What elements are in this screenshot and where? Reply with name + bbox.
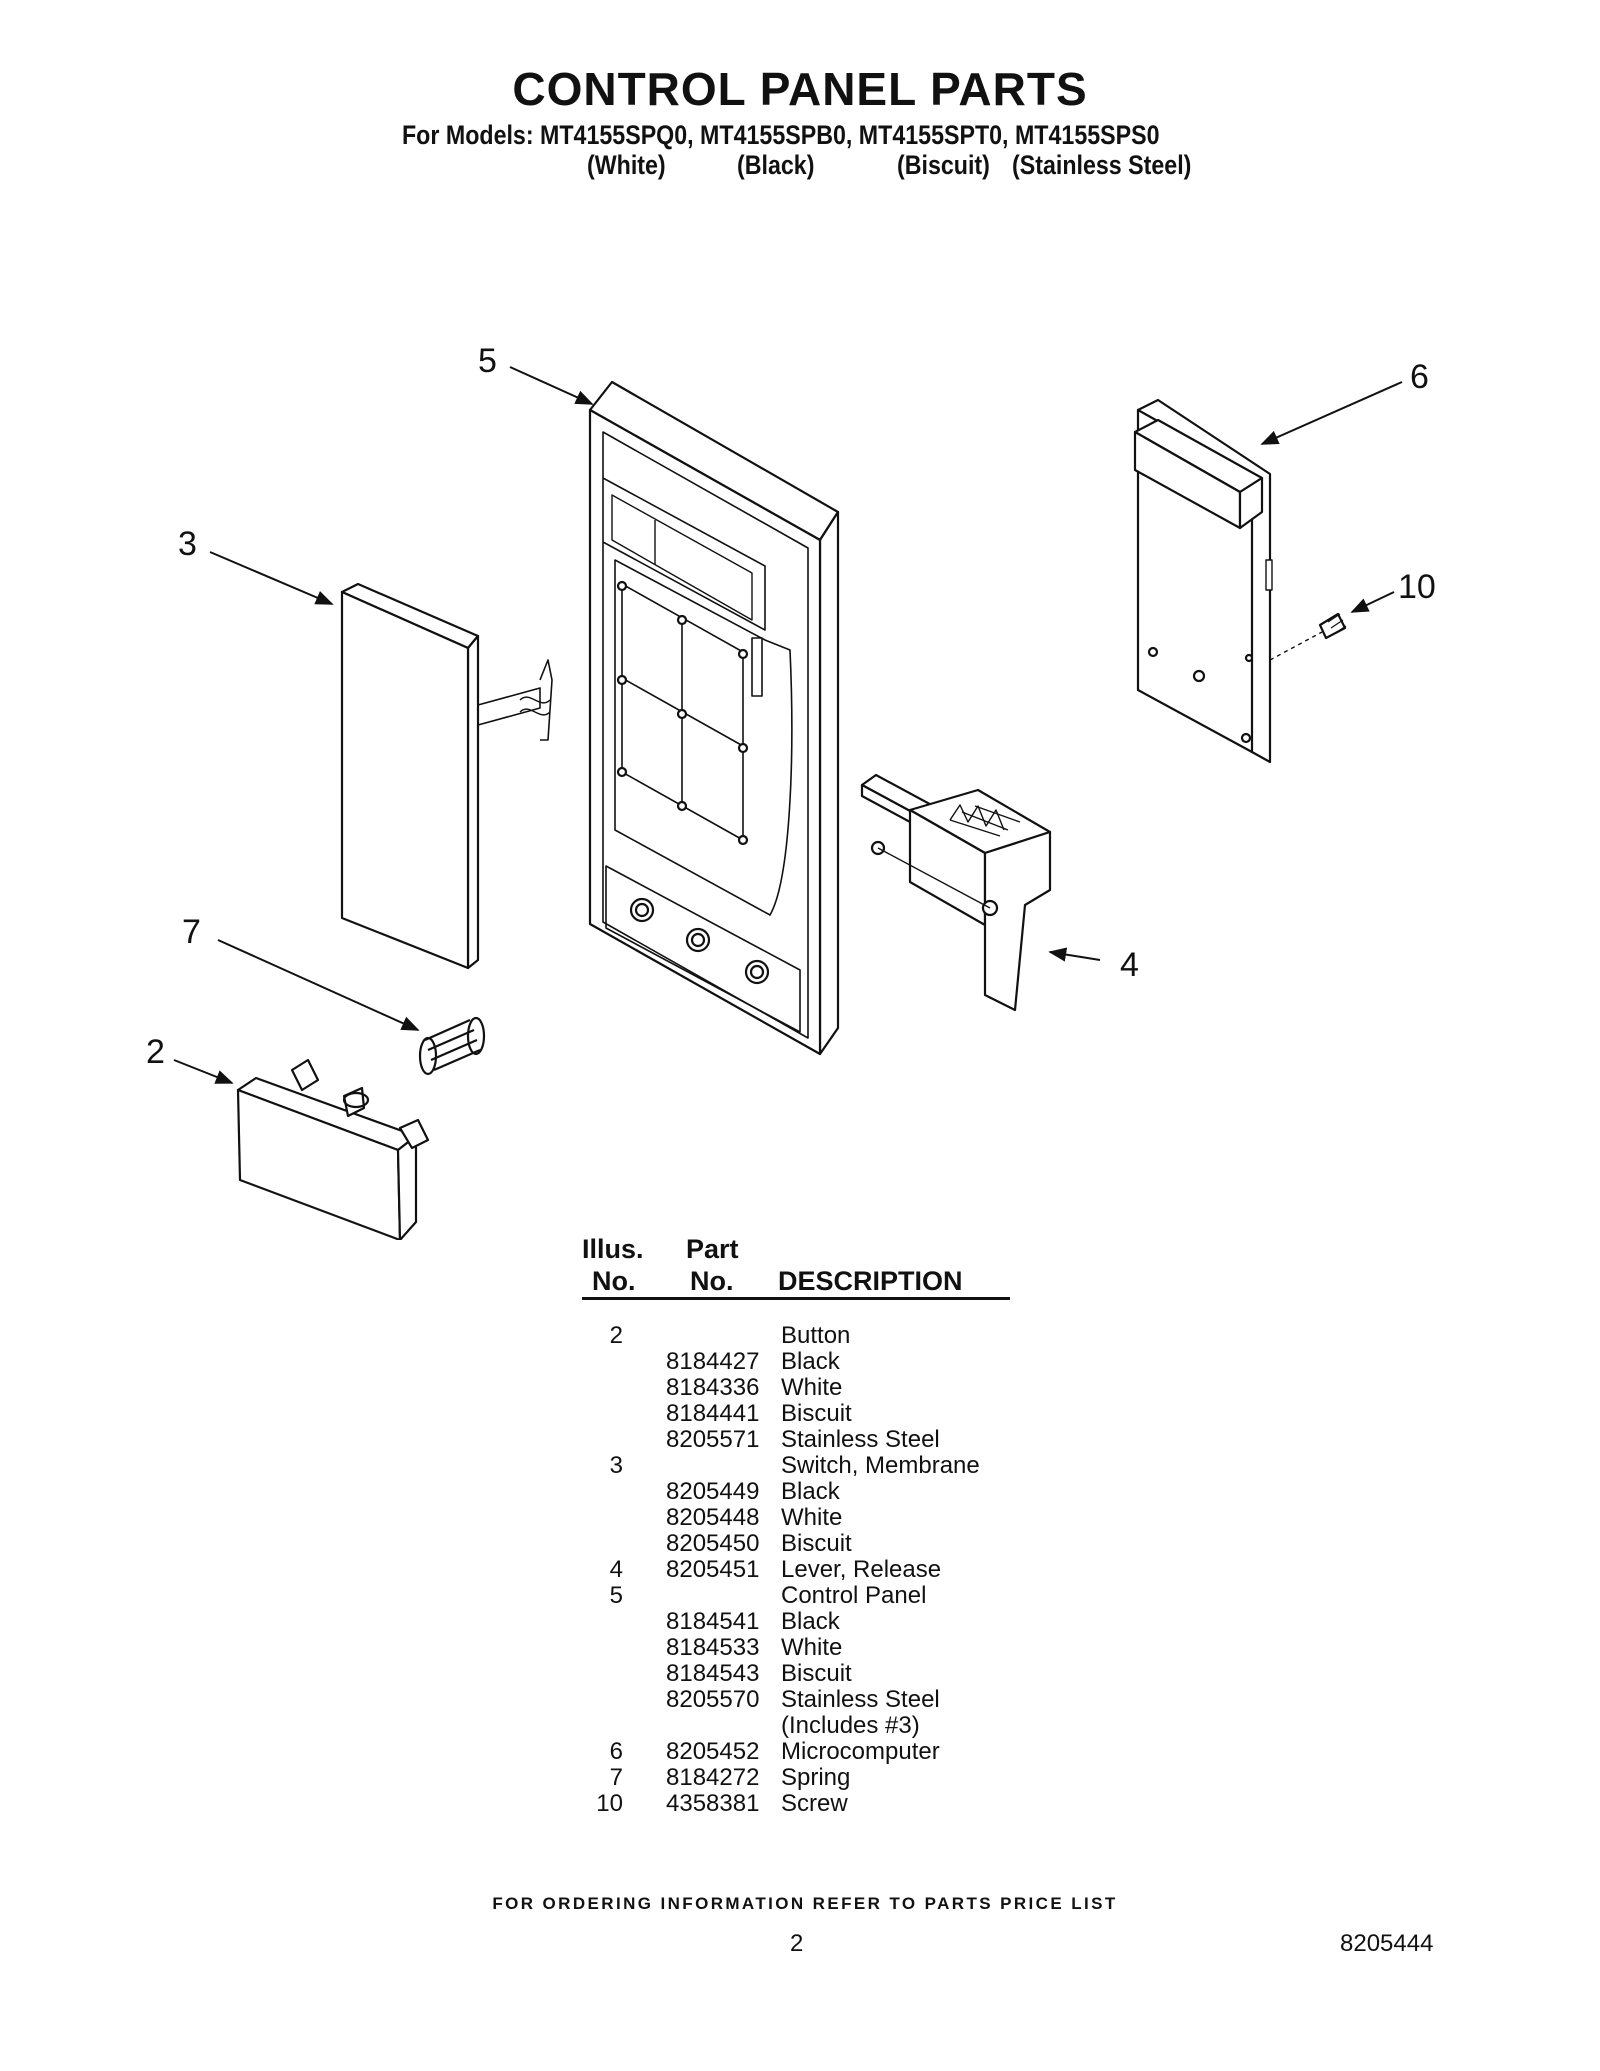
table-row: 2 Button — [560, 1323, 1120, 1349]
part-no: 8205451 — [666, 1556, 760, 1583]
table-row: 8205570 Stainless Steel — [560, 1687, 1120, 1713]
table-row: 8184427 Black — [560, 1349, 1120, 1375]
ordering-note: FOR ORDERING INFORMATION REFER TO PARTS … — [492, 1894, 1118, 1913]
description: Black — [781, 1478, 840, 1505]
part-no: 8184533 — [666, 1634, 760, 1661]
table-row: 8205450 Biscuit — [560, 1531, 1120, 1557]
page-title: CONTROL PANEL PARTS — [512, 63, 1088, 115]
part-no: 8205452 — [666, 1738, 760, 1765]
description: Spring — [781, 1764, 851, 1791]
control-panel-part — [588, 380, 840, 1056]
table-row: 8184541 Black — [560, 1609, 1120, 1635]
description: Switch, Membrane — [781, 1452, 980, 1479]
description: Stainless Steel — [781, 1426, 940, 1453]
exploded-parts-diagram: 5 6 3 10 7 4 2 — [146, 342, 1436, 1240]
description: Biscuit — [781, 1530, 852, 1557]
description: White — [781, 1374, 843, 1401]
header-description: DESCRIPTION — [778, 1266, 963, 1296]
membrane-switch-part — [340, 582, 553, 970]
header-part-line2: No. — [690, 1266, 734, 1296]
button-part — [236, 1058, 430, 1240]
description: Screw — [781, 1790, 848, 1817]
part-no: 8184272 — [666, 1764, 760, 1791]
model-color-black: (Black) — [737, 150, 815, 180]
microcomputer-part — [1133, 398, 1273, 764]
document-number: 8205444 — [1340, 1930, 1434, 1957]
model-color-stainless: (Stainless Steel) — [1012, 150, 1192, 180]
table-row: 8205449 Black — [560, 1479, 1120, 1505]
part-no: 8205448 — [666, 1504, 760, 1531]
illus-no: 5 — [609, 1582, 623, 1609]
table-row: 7 8184272 Spring — [560, 1765, 1120, 1791]
description: Button — [781, 1322, 851, 1349]
leader-4 — [1048, 947, 1101, 962]
header-part-line1: Part — [686, 1234, 739, 1264]
model-color-biscuit: (Biscuit) — [897, 150, 990, 180]
description: Black — [781, 1608, 840, 1635]
models-line: For Models: MT4155SPQ0, MT4155SPB0, MT41… — [402, 120, 1160, 150]
part-no: 8205450 — [666, 1530, 760, 1557]
table-row: 3 Switch, Membrane — [560, 1453, 1120, 1479]
table-row: 8184543 Biscuit — [560, 1661, 1120, 1687]
description: Biscuit — [781, 1660, 852, 1687]
model-color-white: (White) — [587, 150, 666, 180]
illus-no: 2 — [609, 1322, 623, 1349]
part-no: 8184427 — [666, 1348, 760, 1375]
description: White — [781, 1504, 843, 1531]
illus-no: 6 — [609, 1738, 623, 1765]
illus-no: 10 — [596, 1790, 623, 1817]
leader-2 — [173, 1059, 234, 1084]
table-row: 8184533 White — [560, 1635, 1120, 1661]
leader-10 — [1350, 591, 1395, 613]
header-illus-line2: No. — [592, 1266, 636, 1296]
part-no: 8184543 — [666, 1660, 760, 1687]
header-rule — [582, 1297, 1010, 1300]
table-row: (Includes #3) — [560, 1713, 1120, 1739]
callout-10: 10 — [1398, 568, 1436, 606]
page-number: 2 — [790, 1930, 804, 1957]
callout-3: 3 — [178, 525, 197, 563]
table-row: 5 Control Panel — [560, 1583, 1120, 1609]
callout-5: 5 — [478, 342, 497, 380]
description: Stainless Steel — [781, 1686, 940, 1713]
callout-4: 4 — [1120, 946, 1139, 984]
table-row: 8184441 Biscuit — [560, 1401, 1120, 1427]
description: Biscuit — [781, 1400, 852, 1427]
illus-no: 4 — [609, 1556, 623, 1583]
description: Control Panel — [781, 1582, 927, 1609]
part-no: 8205449 — [666, 1478, 760, 1505]
illus-no: 7 — [609, 1764, 623, 1791]
leader-7 — [217, 939, 420, 1031]
description: White — [781, 1634, 843, 1661]
table-row: 8205448 White — [560, 1505, 1120, 1531]
part-no: 8184336 — [666, 1374, 760, 1401]
screw-part — [1269, 612, 1347, 661]
part-no: 8184441 — [666, 1400, 760, 1427]
header-illus-line1: Illus. — [582, 1234, 644, 1264]
part-no: 8184541 — [666, 1608, 760, 1635]
leader-6 — [1260, 381, 1403, 445]
illus-no: 3 — [609, 1452, 623, 1479]
description: Black — [781, 1348, 840, 1375]
part-no: 8205570 — [666, 1686, 760, 1713]
part-no: 4358381 — [666, 1790, 760, 1817]
callout-7: 7 — [182, 913, 201, 951]
callout-6: 6 — [1410, 358, 1429, 396]
spring-part — [418, 1016, 486, 1076]
description: Microcomputer — [781, 1738, 940, 1765]
part-no: 8205571 — [666, 1426, 760, 1453]
description: (Includes #3) — [781, 1712, 920, 1739]
table-row: 4 8205451 Lever, Release — [560, 1557, 1120, 1583]
table-row: 8205571 Stainless Steel — [560, 1427, 1120, 1453]
table-row: 6 8205452 Microcomputer — [560, 1739, 1120, 1765]
table-row: 8184336 White — [560, 1375, 1120, 1401]
table-row: 10 4358381 Screw — [560, 1791, 1120, 1817]
leader-3 — [209, 551, 334, 605]
callout-2: 2 — [146, 1033, 165, 1071]
description: Lever, Release — [781, 1556, 942, 1583]
leader-5 — [509, 366, 594, 405]
release-lever-part — [860, 773, 1052, 1012]
